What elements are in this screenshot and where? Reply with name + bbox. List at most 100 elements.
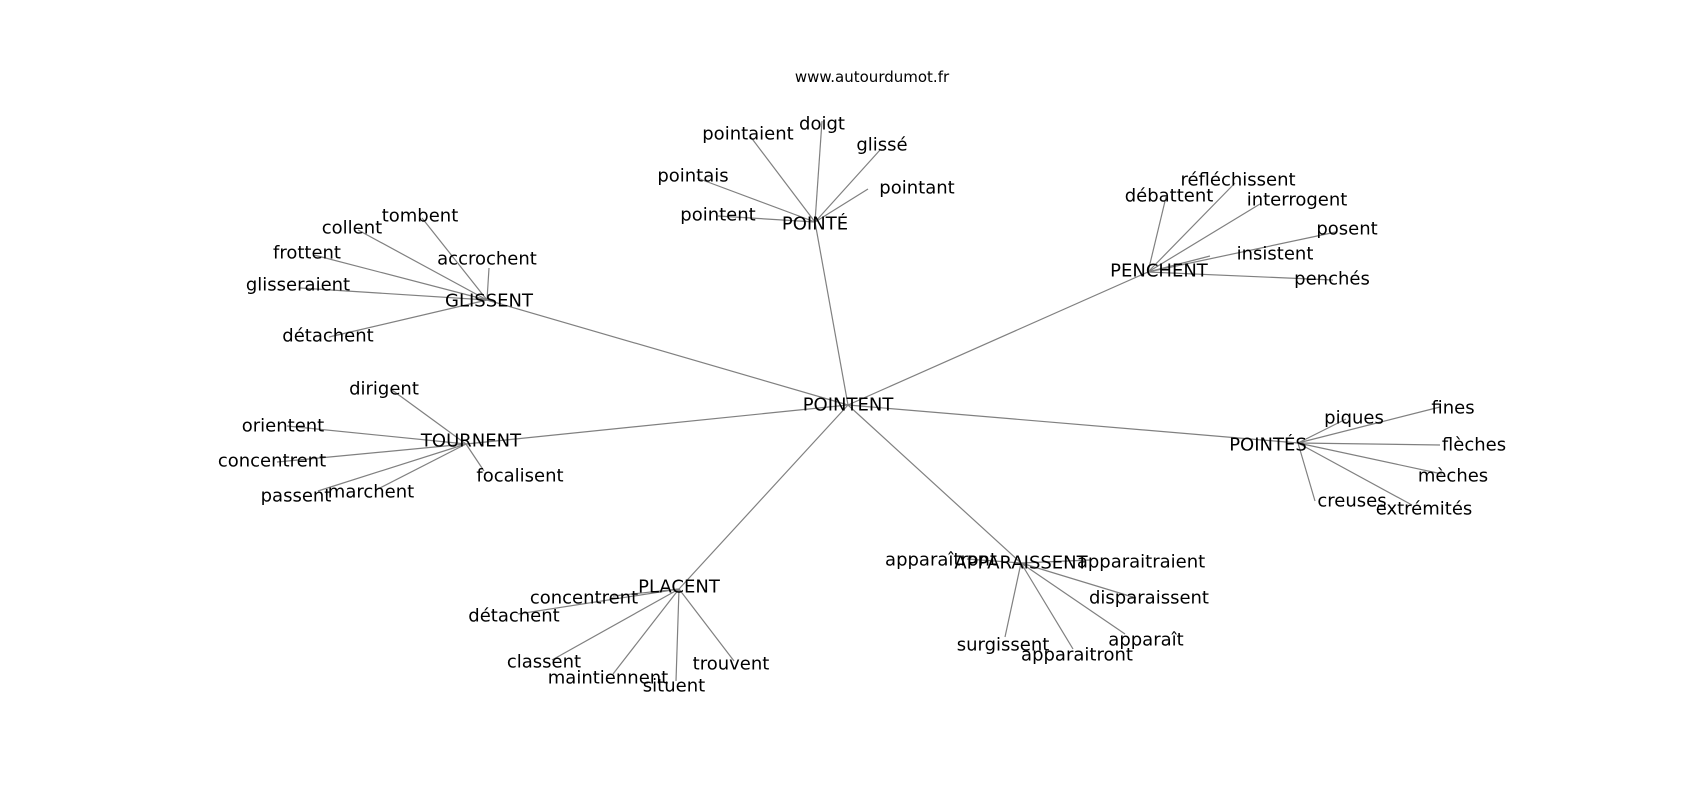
edge-hub-to-leaf [1297, 442, 1441, 446]
leaf-node-label: réfléchissent [1180, 170, 1295, 191]
leaf-node-label: classent [507, 652, 581, 673]
leaf-node-label: glisseraient [246, 275, 350, 296]
edge-hub-to-leaf [749, 135, 816, 223]
source-label: www.autourdumot.fr [795, 68, 950, 86]
leaf-node-label: trouvent [693, 654, 770, 675]
leaf-node-label: détachent [468, 606, 559, 627]
leaf-node-label: pointais [657, 166, 728, 187]
leaf-node-label: glissé [856, 135, 907, 156]
edge-hub-to-leaf [1147, 182, 1236, 273]
leaf-node-label: fines [1431, 398, 1474, 419]
hub-node-label: GLISSENT [445, 291, 534, 312]
edge-hub-to-leaf [678, 588, 735, 662]
hub-node-label: TOURNENT [420, 431, 522, 452]
hub-node-label: POINTÉ [782, 213, 848, 235]
leaf-node-label: débattent [1125, 186, 1214, 207]
edge-hub-to-leaf [1004, 562, 1022, 638]
hub-node-label: PLACENT [638, 577, 721, 598]
edge-hub-to-leaf [1020, 562, 1074, 650]
edge-hub-to-leaf [814, 188, 869, 223]
leaf-node-label: creuses [1317, 491, 1386, 512]
edge-hub-to-leaf [391, 389, 467, 445]
edge-hub-to-leaf [465, 443, 485, 472]
edge-hub-to-leaf [551, 588, 680, 661]
edge-hub-to-leaf [313, 254, 488, 301]
hub-node-label: POINTÉS [1229, 434, 1307, 456]
edge-hub-to-leaf [486, 267, 490, 301]
leaf-node-label: collent [322, 218, 382, 239]
leaf-node-label: apparaît [1108, 630, 1183, 651]
edge-hub-to-leaf [1297, 442, 1413, 506]
edge-center-to-hub [847, 404, 1299, 444]
edge-hub-to-leaf [357, 229, 488, 301]
leaf-node-label: concentrent [530, 588, 638, 609]
edge-hub-to-leaf [717, 215, 816, 223]
leaf-node-label: insistent [1237, 244, 1314, 265]
edge-hub-to-leaf [276, 443, 467, 463]
leaf-node-label: posent [1316, 219, 1377, 240]
leaf-node-label: piques [1324, 408, 1384, 429]
leaf-node-label: situent [643, 676, 705, 697]
edge-hub-to-leaf [1020, 562, 1137, 599]
edge-center-to-hub [847, 271, 1149, 406]
leaf-node-label: pointaient [702, 124, 793, 145]
center-node-label: POINTENT [803, 395, 895, 416]
edge-hub-to-leaf [1147, 196, 1167, 273]
leaf-node-label: apparaîtront [885, 550, 997, 571]
leaf-node-label: passent [261, 486, 332, 507]
edge-hub-to-leaf [286, 425, 467, 445]
edge-hub-to-leaf [966, 558, 1022, 564]
edge-hub-to-leaf [328, 299, 488, 338]
leaf-node-label: frottent [273, 243, 341, 264]
leaf-node-label: interrogent [1247, 190, 1348, 211]
edge-hub-to-leaf [814, 149, 881, 223]
edge-hub-to-leaf [1020, 559, 1091, 564]
leaf-node-label: orientent [242, 416, 325, 437]
edge-hub-to-leaf [299, 287, 488, 301]
leaf-node-label: détachent [282, 326, 373, 347]
edge-hub-to-leaf [1147, 231, 1337, 273]
leaf-node-label: extrémités [1376, 499, 1473, 520]
edge-hub-to-leaf [1147, 203, 1261, 273]
edge-hub-to-leaf [1147, 271, 1334, 281]
hub-node-label: PENCHENT [1110, 261, 1209, 282]
leaf-node-label: concentrent [218, 451, 326, 472]
leaf-node-label: dirigent [349, 379, 419, 400]
leaf-node-label: focalisent [476, 466, 563, 487]
leaf-node-label: apparaitraient [1077, 552, 1205, 573]
edge-center-to-hub [486, 299, 849, 406]
edge-hub-to-leaf [517, 588, 680, 615]
edge-hub-to-leaf [421, 217, 488, 301]
edge-hub-to-leaf [1297, 418, 1347, 444]
edge-hub-to-leaf [317, 443, 467, 492]
edge-hub-to-leaf [675, 588, 680, 682]
edge-hub-to-leaf [1020, 562, 1126, 635]
edge-hub-to-leaf [612, 588, 680, 675]
edge-center-to-hub [814, 221, 849, 406]
leaf-node-label: doigt [799, 114, 845, 135]
leaf-node-label: flèches [1442, 435, 1506, 456]
edge-center-to-hub [678, 404, 849, 590]
edges-layer [276, 120, 1443, 682]
leaf-node-label: maintiennent [548, 668, 668, 689]
edge-center-to-hub [847, 404, 1022, 564]
labels-layer: POINTENT POINTÉ pointaient doigt glissé point… [218, 114, 1506, 697]
edge-hub-to-leaf [1297, 442, 1316, 502]
edge-hub-to-leaf [1297, 406, 1441, 444]
leaf-node-label: pointant [879, 178, 954, 199]
leaf-node-label: penchés [1294, 269, 1370, 290]
edge-hub-to-leaf [375, 443, 467, 491]
leaf-node-label: pointent [680, 205, 755, 226]
edge-hub-to-leaf [1147, 255, 1211, 273]
leaf-node-label: tombent [382, 206, 459, 227]
leaf-node-label: disparaissent [1089, 588, 1209, 609]
leaf-node-label: marchent [328, 482, 414, 503]
leaf-node-label: accrochent [437, 249, 537, 270]
leaf-node-label: surgissent [957, 635, 1050, 656]
leaf-node-label: mèches [1418, 466, 1488, 487]
edge-hub-to-leaf [814, 120, 823, 223]
edge-hub-to-leaf [696, 177, 816, 223]
hub-node-label: APPARAISSENT [954, 553, 1088, 574]
edge-hub-to-leaf [1297, 442, 1443, 475]
